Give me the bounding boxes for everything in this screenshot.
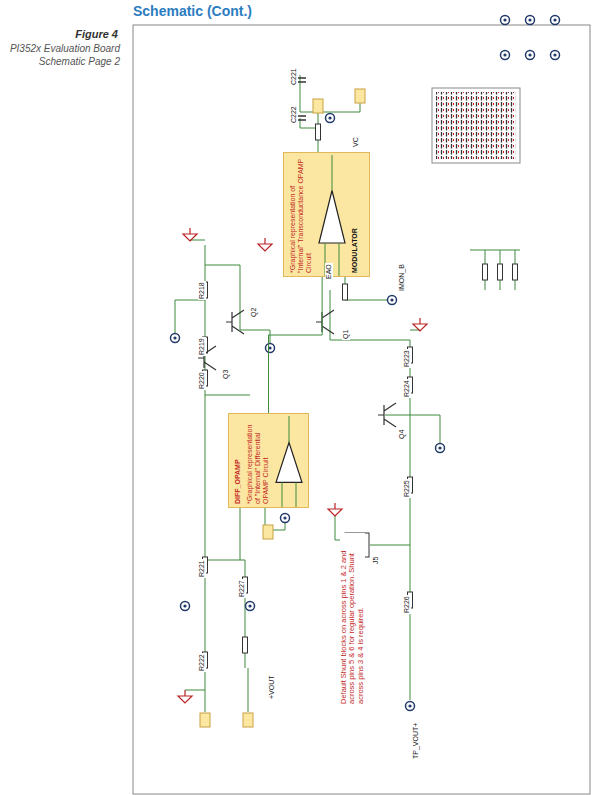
part-label: R218 (198, 281, 206, 300)
schematic-stroke (513, 264, 518, 280)
schematic-stroke (175, 240, 270, 690)
part-label: Q2 (250, 307, 258, 318)
block-name: DIFF_OPAMP (234, 419, 242, 504)
schematic-stroke (300, 75, 360, 152)
schematic-stroke (258, 238, 272, 251)
schematic-stroke (343, 284, 348, 300)
part-label: R222 (198, 653, 206, 672)
schematic-stroke (281, 514, 290, 523)
part-label: Q3 (222, 369, 230, 380)
schematic-stroke (501, 16, 510, 25)
part-label: +VOUT (268, 674, 276, 700)
opamp-symbol (317, 153, 347, 278)
schematic-stroke (326, 114, 335, 123)
part-label: TP_VOUT+ (412, 722, 420, 760)
schematic-stroke (483, 264, 488, 280)
opamp-symbol (274, 414, 304, 509)
schematic-stroke (171, 334, 180, 343)
schematic-stroke (226, 310, 244, 334)
schematic-stroke (328, 503, 342, 516)
part-label: R223 (403, 349, 411, 368)
part-label: R220 (198, 371, 206, 390)
part-label: C221 (290, 67, 298, 86)
schematic-stroke (282, 416, 296, 507)
part-label: R221 (198, 559, 206, 578)
note-text: Default Shunt blocks on across pins 1 & … (340, 533, 365, 705)
part-label: Q1 (342, 329, 350, 340)
part-label: R225 (403, 479, 411, 498)
schematic-stroke (501, 51, 510, 60)
schematic-stroke (319, 191, 345, 244)
schematic-stroke (200, 713, 210, 727)
part-label: J5 (372, 556, 380, 565)
schematic-stroke (316, 310, 334, 334)
figure-caption: Figure 4 (0, 28, 118, 40)
part-label: IMON_B (398, 263, 406, 292)
part-label: C222 (290, 105, 298, 124)
schematic-stroke (498, 264, 503, 280)
schematic-stroke (526, 16, 535, 25)
schematic-stroke (413, 318, 427, 331)
part-label: VC (352, 136, 360, 148)
schematic-stroke (551, 51, 560, 60)
schematic-stroke (335, 330, 440, 545)
schematic-stroke (388, 296, 397, 305)
note-text: *Graphical representation of "Internal" … (246, 419, 270, 504)
schematic-stroke (436, 92, 516, 159)
schematic-stroke (178, 690, 192, 703)
schematic-stroke (243, 637, 248, 653)
part-label: R224 (403, 379, 411, 398)
schematic-stroke (181, 602, 190, 611)
schematic-stroke (432, 88, 520, 163)
schematic-stroke (436, 444, 445, 453)
block-name: MODULATOR (351, 158, 359, 273)
schematic-stroke (316, 124, 321, 140)
schematic-stroke (325, 155, 339, 276)
opamp-region: DIFF_OPAMP *Graphical representation of "… (228, 413, 309, 508)
figure-caption: PI352x Evaluation Board Schematic Page 2 (0, 42, 120, 68)
schematic-stroke (266, 344, 275, 353)
schematic-stroke (526, 51, 535, 60)
wire-connector (269, 277, 323, 413)
schematic-stroke (263, 525, 273, 539)
page-heading: Schematic (Cont.) (133, 3, 252, 20)
wire-group (175, 75, 520, 712)
opamp-region: *Graphical representation of "Internal" … (283, 152, 370, 277)
schematic-stroke (246, 602, 255, 611)
schematic-stroke (276, 443, 302, 483)
part-label: R219 (198, 337, 206, 356)
schematic-stroke (406, 702, 415, 711)
schematic-stroke (183, 228, 197, 241)
note-text: *Graphical representation of "Internal" … (289, 158, 313, 273)
part-label: Q4 (398, 429, 406, 440)
schematic-stroke (133, 25, 590, 794)
part-label: EAO (325, 263, 333, 280)
part-label: R226 (403, 595, 411, 614)
schematic-stroke (551, 16, 560, 25)
schematic-stroke (243, 713, 253, 727)
schematic-stroke (470, 250, 520, 290)
schematic-stroke (378, 403, 396, 427)
schematic-stroke (185, 560, 248, 712)
schematic-stroke (313, 99, 323, 113)
part-label: R227 (238, 579, 246, 598)
schematic-stroke (355, 89, 365, 103)
